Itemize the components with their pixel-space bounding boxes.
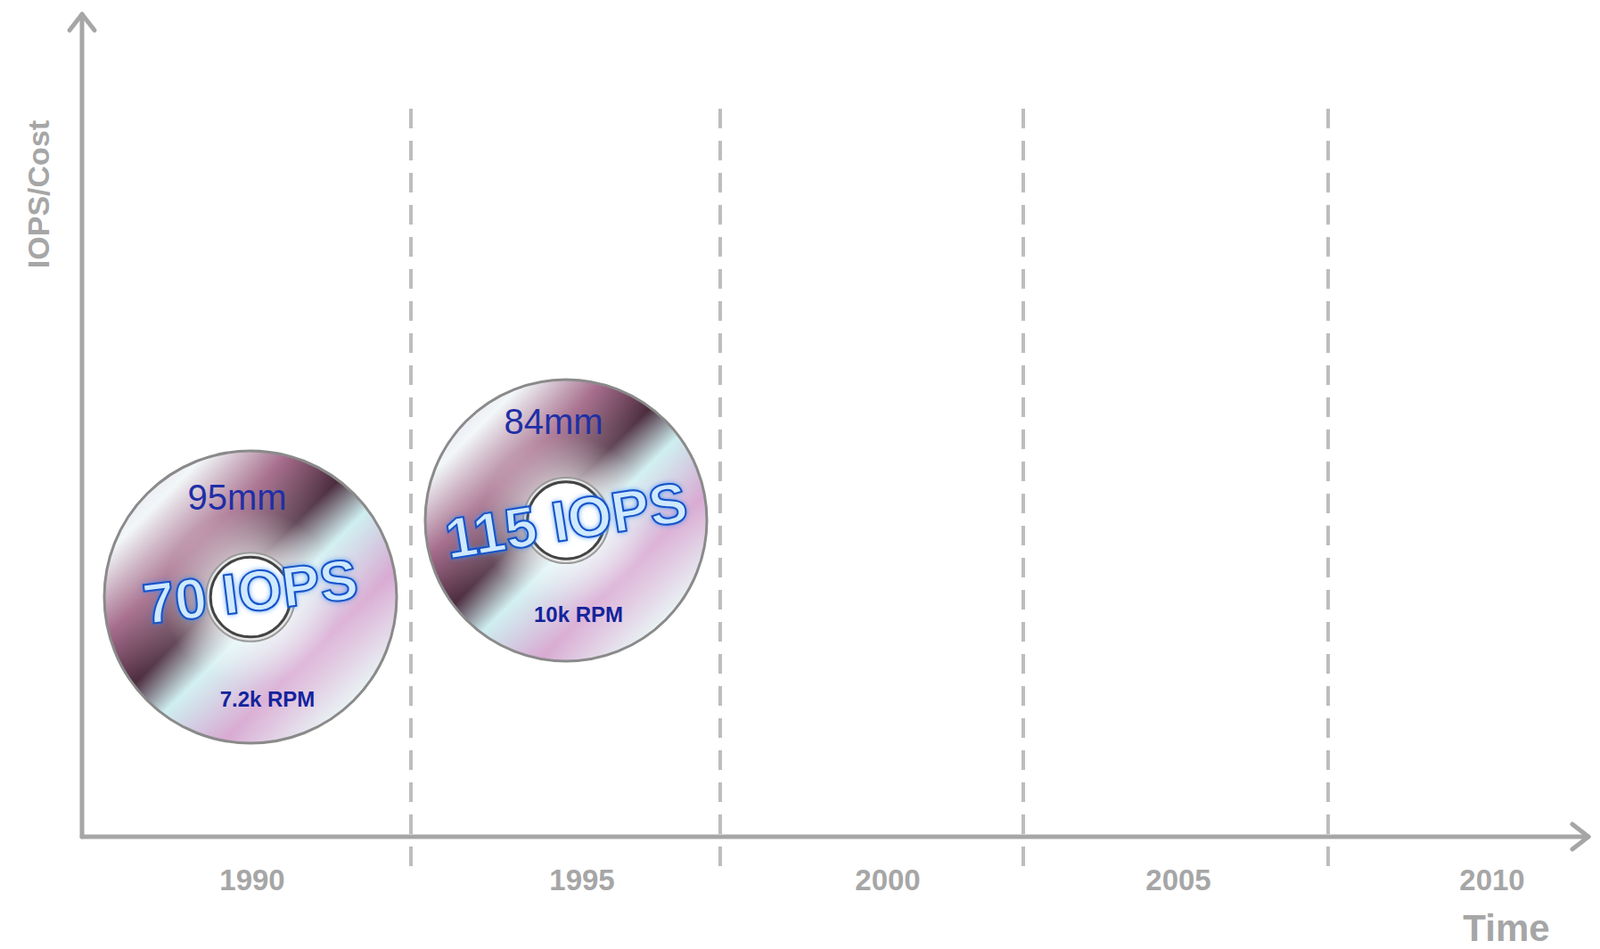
- divider-line: [1326, 108, 1330, 870]
- year-label: 2000: [854, 865, 920, 895]
- axis-title: IOPS/Cost: [23, 120, 54, 269]
- disc-sheen: [425, 379, 707, 662]
- size-label: 84mm: [503, 403, 603, 440]
- divider-line: [409, 108, 413, 870]
- rpm-label: 10k RPM: [533, 604, 624, 626]
- size-label: 95mm: [187, 479, 287, 516]
- year-label: 2010: [1459, 865, 1525, 895]
- year-label: 1990: [219, 865, 285, 895]
- divider-line: [1021, 108, 1026, 870]
- disc-node: 95mm70 IOPS7.2k RPM: [102, 449, 399, 746]
- divider-line: [718, 108, 723, 870]
- disc-surface: [104, 451, 397, 744]
- axis-title: Time: [1462, 910, 1550, 948]
- year-label: 2005: [1145, 865, 1211, 895]
- rpm-label: 7.2k RPM: [220, 689, 316, 711]
- disc-node: 84mm115 IOPS10k RPM: [423, 377, 709, 664]
- y-axis: [80, 14, 85, 837]
- year-label: 1995: [549, 865, 615, 895]
- period-dividers: [410, 108, 1329, 870]
- y-axis-arrow: [69, 14, 95, 31]
- disc-surface: [425, 379, 707, 662]
- x-axis-arrow: [1572, 824, 1589, 850]
- x-axis: [82, 835, 1589, 840]
- disc-sheen: [104, 451, 397, 744]
